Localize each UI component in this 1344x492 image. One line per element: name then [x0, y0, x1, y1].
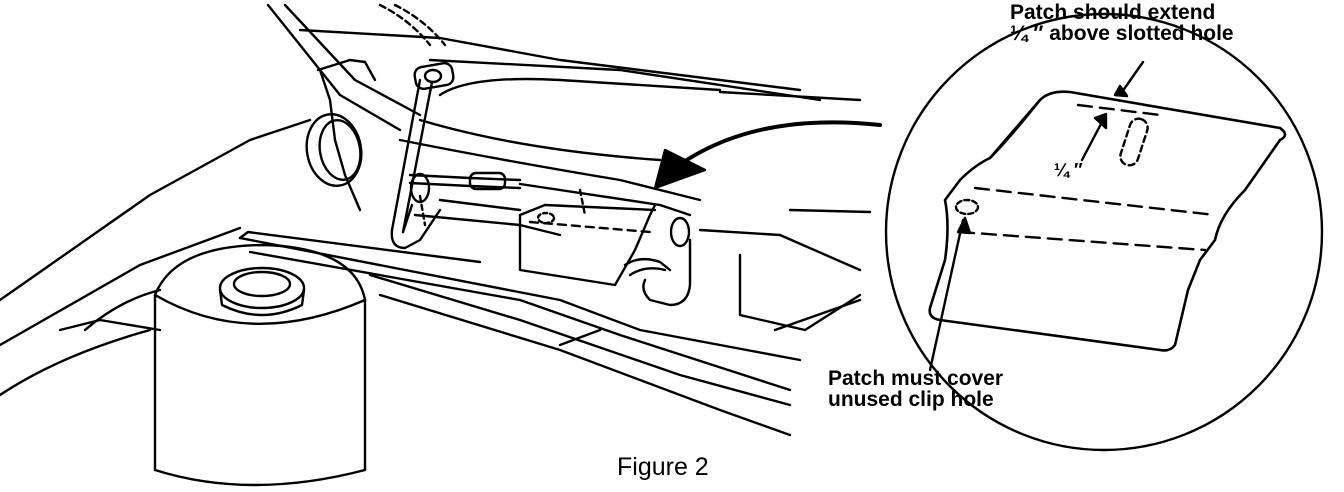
release-cable	[408, 171, 692, 237]
figure-caption: Figure 2	[617, 453, 709, 481]
callout-patch-cover: Patch must cover unused clip hole	[828, 368, 1003, 411]
callout-patch-extend-line2: ¼ ″ above slotted hole	[1010, 22, 1234, 46]
callout-patch-extend-line1: Patch should extend	[1010, 1, 1216, 24]
callout-patch-cover-line2: unused clip hole	[828, 388, 994, 412]
patch-main-view	[518, 188, 692, 307]
left-bracket	[305, 58, 377, 212]
trunk-body-outline	[0, 3, 872, 437]
zoom-arrowhead	[653, 148, 707, 190]
support-rod	[378, 3, 455, 250]
inset-circle	[884, 12, 1324, 452]
callout-patch-cover-line1: Patch must cover	[828, 367, 1004, 390]
dimension-label: ¼ ″	[1054, 160, 1083, 180]
callout-patch-extend: Patch should extend ¼ ″ above slotted ho…	[1010, 2, 1234, 45]
patch-inset-view	[928, 60, 1287, 372]
spare-tire	[153, 243, 367, 487]
